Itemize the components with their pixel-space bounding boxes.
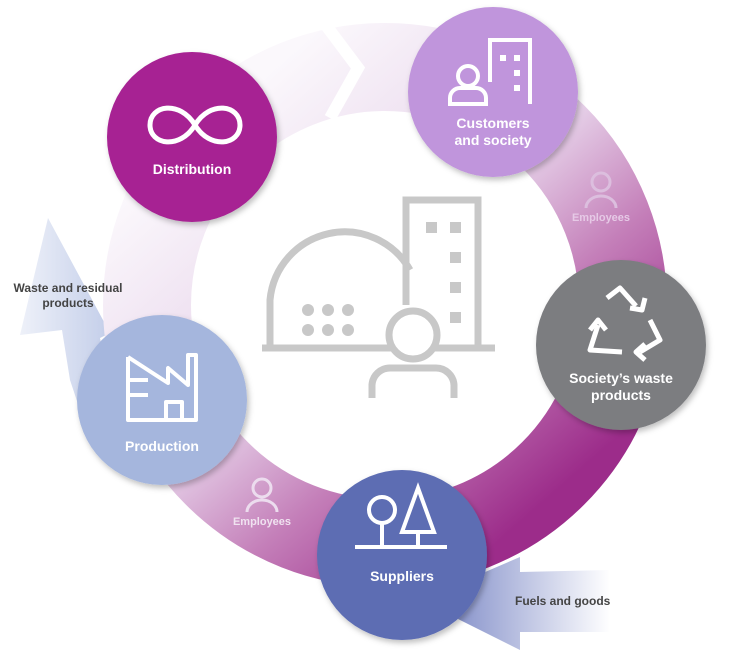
society-waste-label-line2: products [591,387,651,403]
production-node[interactable] [77,315,247,485]
recycle-icon [587,285,663,362]
customers-label-line1: Customers [456,115,530,131]
customers-node[interactable] [408,7,578,177]
distribution-label: Distribution [152,161,232,177]
chevron-separator [317,16,366,121]
suppliers-label: Suppliers [370,568,434,584]
employees-icon [245,477,279,513]
society-waste-label-line1: Society’s waste [569,370,673,386]
waste-label: Waste and residual products [8,281,128,311]
employees-label-right: Employees [571,212,631,224]
factory-icon [126,353,198,422]
distribution-node[interactable] [107,52,277,222]
employees-icon [584,171,618,209]
person-building-icon [448,38,532,106]
customers-label-line2: and society [454,132,532,148]
suppliers-node[interactable] [317,470,487,640]
center-facility-icon [262,196,495,398]
fuels-label: Fuels and goods [515,594,611,608]
employees-label-left: Employees [232,516,292,528]
waste-label-line2: products [42,296,94,310]
society-waste-node[interactable] [536,260,706,430]
production-label: Production [125,438,199,454]
trees-icon [355,482,447,549]
society-waste-label: Society’s waste products [541,370,701,404]
waste-label-line1: Waste and residual [13,281,123,295]
infinity-icon [147,105,243,145]
customers-label: Customers and society [413,115,573,149]
